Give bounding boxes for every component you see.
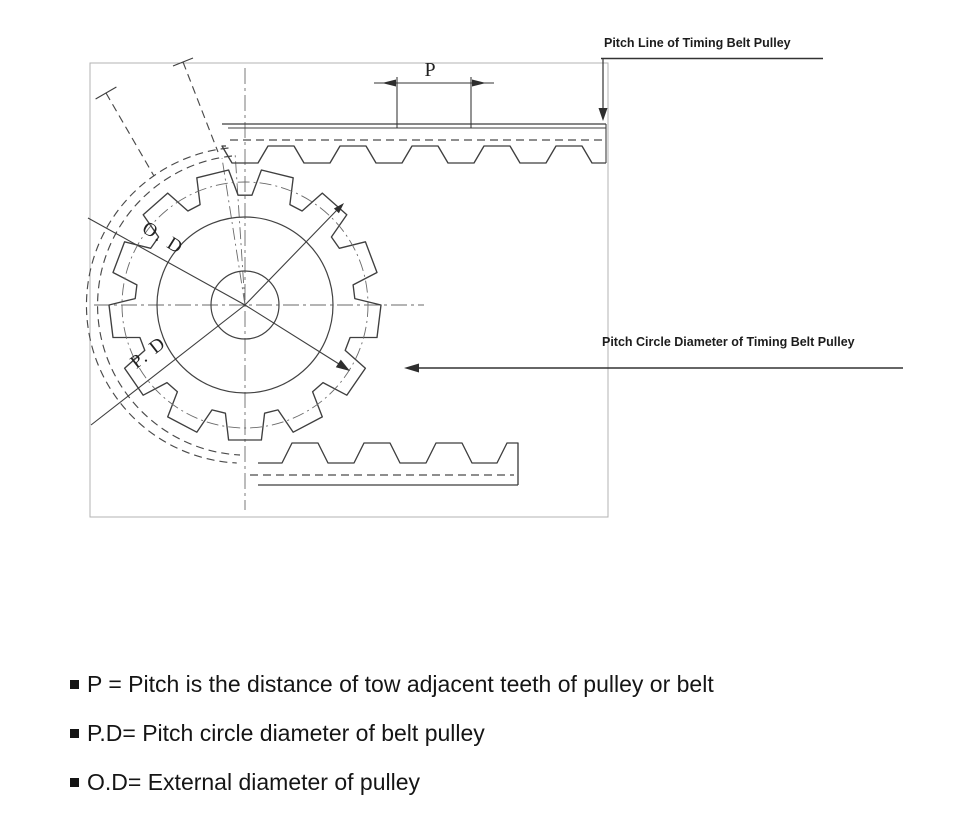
legend-item-label: P.D= Pitch circle diameter of belt pulle… — [87, 720, 485, 746]
belt-span-break — [95, 57, 219, 177]
legend-item-label: O.D= External diameter of pulley — [87, 769, 421, 795]
legend-item-pitch: P = Pitch is the distance of tow adjacen… — [70, 670, 714, 698]
down-arrow-icon — [598, 108, 608, 121]
pitch-circle-callout: Pitch Circle Diameter of Timing Belt Pul… — [404, 335, 903, 373]
square-bullet-icon — [70, 728, 79, 738]
pitch-line-label: Pitch Line of Timing Belt Pulley — [604, 36, 791, 50]
pulley-hub-circle — [156, 216, 334, 394]
pitch-symbol: P — [424, 59, 435, 81]
belt-bottom — [250, 442, 519, 486]
legend-item-pd: P.D= Pitch circle diameter of belt pulle… — [70, 719, 714, 747]
square-bullet-icon — [70, 777, 79, 787]
pd-leader-line — [90, 203, 344, 426]
pulley-gear-outline — [108, 169, 382, 441]
belt-wrap-arcs — [85, 147, 241, 464]
pulley-pitch-circle — [121, 181, 369, 429]
pitch-line-callout: Pitch Line of Timing Belt Pulley — [598, 36, 823, 121]
radial-construction-lines — [221, 151, 246, 306]
square-bullet-icon — [70, 679, 79, 689]
od-label: O. D — [138, 218, 187, 260]
pitch-circle-label: Pitch Circle Diameter of Timing Belt Pul… — [602, 335, 855, 349]
legend: P = Pitch is the distance of tow adjacen… — [70, 670, 714, 817]
legend-item-label: P = Pitch is the distance of tow adjacen… — [87, 671, 714, 697]
pulley-bore-circle — [210, 270, 280, 340]
left-arrow-icon — [404, 363, 419, 373]
pitch-dimension: P — [374, 59, 494, 128]
legend-item-od: O.D= External diameter of pulley — [70, 768, 714, 796]
timing-belt-pulley-diagram: O. D P. D P Pitch Line of Timing B — [85, 36, 903, 518]
belt-top — [221, 123, 607, 164]
od-leader-line — [87, 217, 350, 371]
diagram-border — [89, 62, 609, 518]
